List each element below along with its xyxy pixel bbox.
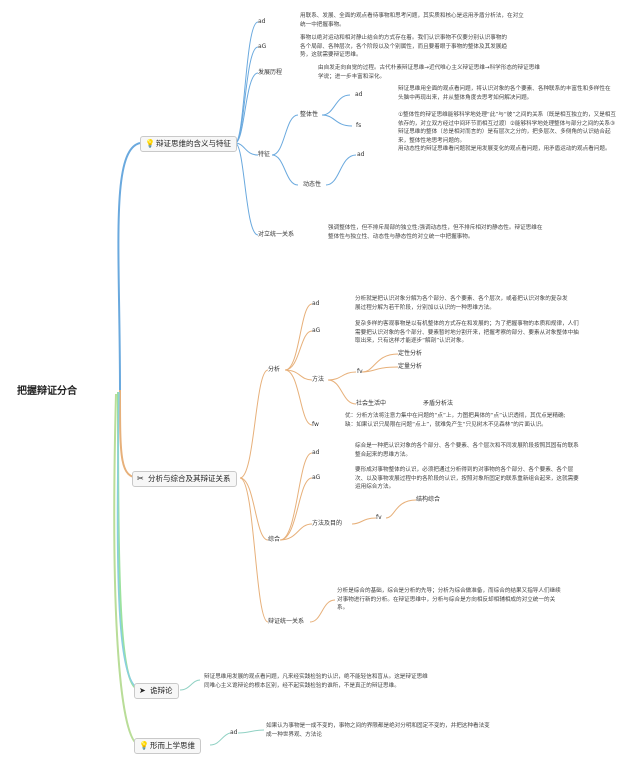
node-structural-synthesis[interactable]: 结构综合 <box>416 496 441 503</box>
node-synthesis[interactable]: 综合 <box>268 536 281 543</box>
node-analysis[interactable]: 分析 <box>268 366 281 373</box>
node-text-wholeness-detail: ①整体性的辩证思维能够科学地处理“此”与“彼”之间的关系（既是相互独立的，又是相… <box>398 112 616 144</box>
node-label-ad[interactable]: ad <box>230 729 238 736</box>
branch-metaphysics[interactable]: 💡 形而上学思维 <box>134 738 201 754</box>
node-text-synthesis-reason: 要形成对事物整体的认识，必须把通过分析得到的对事物的各个部分、各个要素、各个层次… <box>355 467 579 491</box>
node-label-fv[interactable]: fv <box>357 368 363 375</box>
node-dynamics[interactable]: 动态性 <box>303 181 322 188</box>
node-contradiction-analysis[interactable]: 矛盾分析法 <box>423 400 454 407</box>
node-social-life[interactable]: 社会生活中 <box>356 400 387 407</box>
scissors-icon: ✂ <box>137 474 144 483</box>
node-text-wholeness: 辩证思维用全面的观点看问题，将认识对象的各个要素、各种联系的丰富性和多样性在头脑… <box>398 86 611 101</box>
node-wholeness[interactable]: 整体性 <box>300 111 319 118</box>
node-label-fv[interactable]: fv <box>376 514 382 521</box>
node-features[interactable]: 特征 <box>258 151 271 158</box>
connector-branch2 <box>119 389 141 479</box>
node-label-ad[interactable]: ad <box>258 18 266 25</box>
node-text-analysis-def: 分析就是把认识对象分解为各个部分、各个要素、各个层次，或者把认识对象的复杂发展过… <box>355 296 568 311</box>
node-text-reason: 事物以绝对运动和相对静止结合的方式存在着。我们认识事物不仅要分别认识事物的各个局… <box>300 35 507 59</box>
node-text-history: 由自发走向自觉的过程。古代朴素辩证思维→近代唯心主义辩证思维→科学形态的辩证思维… <box>318 65 540 80</box>
node-label-ad[interactable]: ad <box>312 300 320 307</box>
node-history[interactable]: 发展历程 <box>258 69 283 76</box>
lightbulb-icon: 💡 <box>145 139 155 148</box>
node-label-ad[interactable]: ad <box>312 449 320 456</box>
node-text-definition: 用联系、发展、全面的观点看待事物和思考问题，其实质和核心是运用矛盾分析法，在对立… <box>300 13 524 28</box>
node-label-ag[interactable]: aG <box>312 474 321 481</box>
branch-dialectical-thinking[interactable]: 💡 辩证思维的含义与特征 <box>140 136 237 152</box>
branch-title: 辩证思维的含义与特征 <box>156 139 231 148</box>
node-text-metaphysics: 如果认为事物是一成不变的，事物之间的界限都是绝对分明和固定不变的，并把这种看法变… <box>266 723 490 738</box>
node-text-synthesis-def: 综合是一种把认识对象的各个部分、各个要素、各个层次和不同发展阶段按照其固有的联系… <box>355 443 579 458</box>
node-text-sophistry: 辩证思维用发展的观点看问题，凡来经实践检验的认识，绝不能轻信和盲从。这是辩证思维… <box>204 674 428 689</box>
node-label-ag[interactable]: aG <box>312 327 321 334</box>
connector-branch3b <box>116 391 143 691</box>
connector-branch4 <box>113 393 141 746</box>
lightbulb-icon: 💡 <box>139 741 149 750</box>
node-method-purpose[interactable]: 方法及目的 <box>312 520 343 527</box>
branch-title: 诡辩论 <box>150 686 173 695</box>
node-quantitative[interactable]: 定量分析 <box>398 363 423 370</box>
node-text-relation: 分析是综合的基础，综合是分析的先导；分析为综合做准备，而综合的结果又指导人们继续… <box>337 588 561 612</box>
node-label-ad[interactable]: ad <box>357 151 365 158</box>
node-qualitative[interactable]: 定性分析 <box>398 350 423 357</box>
node-text-analysis-pros-cons: 优：分析方法将注意力集中在问题的“点”上，力图把具体的“点”认识透彻，其优点是精… <box>345 413 566 428</box>
node-text-analysis-reason: 复杂多样的客观事物是以有机整体的方式存在和发展的；为了把握事物的本质和规律，人们… <box>355 321 579 345</box>
node-label-fs[interactable]: fs <box>356 122 362 129</box>
node-label-ag[interactable]: aG <box>258 43 267 50</box>
node-method[interactable]: 方法 <box>312 376 325 383</box>
branch-sophistry[interactable]: ➤ 诡辩论 <box>134 683 179 699</box>
node-text-unity: 强调整体性，但不排斥局部的独立性;强调动态性，但不排斥相对的静态性。辩证思维在整… <box>328 225 543 240</box>
paper-plane-icon: ➤ <box>139 686 146 695</box>
node-label-ad[interactable]: ad <box>355 91 363 98</box>
branch-title: 形而上学思维 <box>150 741 195 750</box>
node-text-dynamics: 用动态性的辩证思维看问题就是用发展变化的观点看问题，用矛盾运动的观点看问题。 <box>398 146 611 152</box>
node-dialectical-unity[interactable]: 辩证统一关系 <box>268 618 305 625</box>
branch-analysis-synthesis[interactable]: ✂ 分析与综合及其辩证关系 <box>132 471 237 487</box>
node-unity[interactable]: 对立统一关系 <box>258 231 295 238</box>
node-label-fw[interactable]: fw <box>312 421 319 428</box>
root-topic[interactable]: 把握辩证分合 <box>17 386 77 397</box>
branch-title: 分析与综合及其辩证关系 <box>148 474 231 483</box>
connector-branch1 <box>117 142 141 391</box>
